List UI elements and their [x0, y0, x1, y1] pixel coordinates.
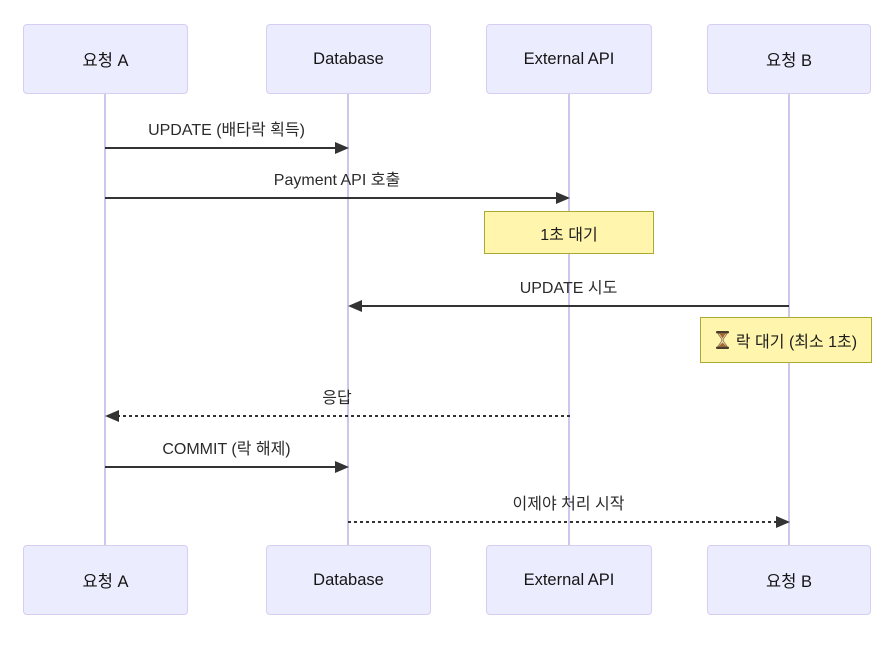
actor-bottom-request-a[interactable]: 요청 A — [23, 545, 188, 615]
lifeline-external-api — [568, 94, 570, 545]
note-wait-1s: 1초 대기 — [484, 211, 654, 254]
message-label-update-try: UPDATE 시도 — [519, 280, 618, 297]
actor-top-request-b[interactable]: 요청 B — [707, 24, 871, 94]
message-label-commit: COMMIT (락 해제) — [162, 441, 291, 458]
actor-top-database[interactable]: Database — [266, 24, 431, 94]
message-label-response: 응답 — [322, 390, 352, 407]
message-arrow-finally-start — [348, 515, 790, 529]
actor-bottom-request-b[interactable]: 요청 B — [707, 545, 871, 615]
note-lock-wait: 락 대기 (최소 1초) — [700, 317, 872, 363]
actor-top-request-a[interactable]: 요청 A — [23, 24, 188, 94]
lifeline-request-a — [104, 94, 106, 545]
actor-bottom-external-api[interactable]: External API — [486, 545, 652, 615]
actor-bottom-database[interactable]: Database — [266, 545, 431, 615]
note-lock-wait-label: 락 대기 (최소 1초) — [735, 334, 858, 351]
message-arrow-commit — [105, 460, 349, 474]
message-label-update-lock: UPDATE (배타락 획득) — [148, 122, 305, 139]
actor-top-external-api[interactable]: External API — [486, 24, 652, 94]
message-arrow-update-try — [348, 299, 789, 313]
hourglass-icon — [715, 331, 730, 349]
message-label-payment-api: Payment API 호출 — [273, 172, 401, 189]
message-label-finally-start: 이제야 처리 시작 — [512, 496, 625, 513]
message-arrow-response — [105, 409, 570, 423]
lifeline-database — [347, 94, 349, 545]
note-wait-1s-label: 1초 대기 — [540, 226, 598, 244]
message-arrow-payment-api — [105, 191, 570, 205]
message-arrow-update-lock — [105, 141, 349, 155]
